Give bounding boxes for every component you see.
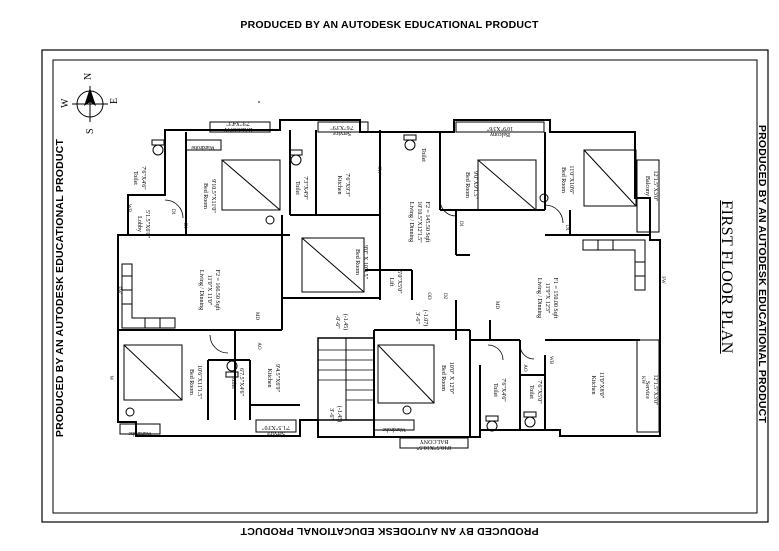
label-level-a2: (-1.45) <box>342 314 349 331</box>
label-toilet-tc-dim: 7'3"X4'9" <box>302 176 308 200</box>
label-balcony-right-dim: 12'1.5"X3'0" <box>652 171 658 202</box>
label-level-c: 3'-6" <box>328 408 334 420</box>
label-balcony-right: Balcony <box>644 176 650 196</box>
tag-fw-left: FW <box>116 286 121 294</box>
outer-frame <box>41 49 769 523</box>
label-bed-center-dim: 9'0" X 10'4.5" <box>362 245 368 279</box>
compass-e: E <box>109 98 120 104</box>
label-bed-bl: Bed Room <box>188 369 194 395</box>
label-toilet-tr: Toilet <box>420 148 426 162</box>
building-walls <box>117 119 661 438</box>
label-living-left-area: F2 = 166.50 Sqft <box>214 270 221 311</box>
tag-sw: SW <box>376 166 381 174</box>
tag-ao-left: AO <box>256 342 261 350</box>
sofa-icon <box>121 239 646 329</box>
tag-kw: KW <box>640 376 645 385</box>
label-toilet-bc: Toilet <box>492 383 498 397</box>
tag-w: W <box>108 376 113 381</box>
label-living-right: Living / Dinning <box>536 278 542 318</box>
label-bed-bl-dim: 10'6"X11'1.5" <box>196 365 202 399</box>
label-toilet-br: Toilet <box>528 385 534 399</box>
tag-md-right: MD <box>494 301 499 309</box>
label-living-top: Living / Dinning <box>408 202 414 242</box>
label-kitchen-top: Kitchen <box>336 176 342 195</box>
label-bed-tc: Bed Room <box>464 172 470 198</box>
label-balcony-bottom-dim: 8'10.5"X10.5" <box>416 444 451 450</box>
label-kitchen-top-dim: 7'6"X9'3" <box>344 173 350 197</box>
door-swings <box>164 199 564 361</box>
tag-d2: D2 <box>442 293 447 300</box>
small-spaces <box>119 121 660 449</box>
label-toilet-bl: Toilet <box>230 375 236 389</box>
label-bed-bc-dim: 10'0" X 12'0" <box>448 362 454 395</box>
label-service-bl-dim: 7'1.5"X3'0" <box>262 424 290 430</box>
label-service-top: Service <box>333 130 351 136</box>
label-lobby-dim: 5'1.5"X6'0" <box>144 210 150 238</box>
tag-wb-2: WB <box>548 356 553 365</box>
label-living-top-dim: 10'10.5"X12'1.5" <box>416 201 422 243</box>
label-balcony-bottom: BALCONY <box>419 438 449 444</box>
tag-md-left: MD <box>254 312 259 320</box>
label-service-br-dim: 12'1.5"X3'0" <box>652 375 658 406</box>
tag-d1-d: D1 <box>564 225 569 232</box>
label-living-right-area: F1 = 150.00 Sqft <box>552 278 559 319</box>
plan-title: FIRST FLOOR PLAN <box>718 200 735 354</box>
tag-wb: WB <box>126 204 131 213</box>
label-level-b2: (-1.07) <box>422 310 429 327</box>
label-bed-center: Bed Room <box>354 249 360 275</box>
label-toilet-tl: Toilet <box>132 171 138 185</box>
label-kitchen-br-dim: 11'0"X8'0" <box>598 372 604 399</box>
tag-ao-right: AO <box>522 364 527 372</box>
tag-fw-right: FW <box>660 276 665 284</box>
label-toilet-bl-dim: 6'7.5"X4'6" <box>238 368 244 396</box>
label-wardrobe-bl: Wardrobe <box>128 430 152 436</box>
label-kitchen-bl: Kitchen <box>266 369 272 388</box>
watermark-top: PRODUCED BY AN AUTODESK EDUCATIONAL PROD… <box>240 19 539 31</box>
label-living-left-dim: 11'0"X 11'0" <box>206 275 212 306</box>
label-service-bl: Service <box>267 430 285 436</box>
label-wardrobe-bc: Wardrobe <box>382 426 406 432</box>
label-bed-tr-dim: 11'0"X10'6" <box>568 165 574 195</box>
label-toilet-tc: Toilet <box>294 181 300 195</box>
tag-d1-c: D1 <box>458 221 463 228</box>
tag-d1-b: D1 <box>182 223 187 230</box>
label-bed-bc: Bed Room <box>440 365 446 391</box>
label-lift-dim: 5'0"X5'0" <box>396 270 402 294</box>
label-wardrobe-top: Wardrobe <box>191 144 215 150</box>
label-balcony-tl: BALCONY <box>223 126 253 132</box>
label-lobby: Lobby <box>136 216 142 232</box>
label-level-a: -0'-6" <box>334 315 340 329</box>
label-service-top-dim: 7'6"X3'9" <box>330 124 354 130</box>
label-living-right-dim: 11'9"X 12'3" <box>544 283 550 314</box>
label-bed-tr: Bed Room <box>560 167 566 193</box>
label-bed-tl-dim: 9'10.5"X11'0" <box>210 179 216 213</box>
label-toilet-br-dim: 7'6"X5'0" <box>536 380 542 404</box>
tag-od: OD <box>426 292 431 300</box>
stair-treads <box>318 349 374 401</box>
compass-s: S <box>85 128 96 134</box>
tag-d1-a: D1 <box>170 209 175 216</box>
compass-icon <box>72 86 108 122</box>
label-balcony-tl-dim: 7'9"X4'3" <box>226 120 250 126</box>
label-toilet-bc-dim: 7'6"X4'6" <box>500 378 506 402</box>
compass-n: N <box>83 73 94 80</box>
label-living-top-area: F2 = 145.50 Sqft <box>424 202 431 243</box>
inner-frame <box>52 59 758 514</box>
bed-icon <box>123 149 637 404</box>
label-level-b: 3'-6" <box>414 312 420 324</box>
label-balcony-tr-dim: 10'9"X3'6" <box>486 125 513 131</box>
label-level-c2: (-1.45) <box>336 406 343 423</box>
label-kitchen-br: Kitchen <box>590 376 596 395</box>
label-kitchen-bl-dim: 9'4.5"X6'9" <box>274 364 280 392</box>
label-bed-tc-dim: 9'0"X9'1.5" <box>472 171 478 199</box>
label-living-left: Living / Dinning <box>198 270 204 310</box>
label-balcony-tr: Balcony <box>490 131 510 137</box>
toilet-icon <box>125 134 549 432</box>
label-service-br: Service <box>644 381 650 399</box>
label-toilet-tl-dim: 7'6"X4'6" <box>140 166 146 190</box>
label-lift: Lift <box>388 278 395 287</box>
compass-w: W <box>60 98 71 108</box>
label-bed-tl: Bed Room <box>202 183 208 209</box>
